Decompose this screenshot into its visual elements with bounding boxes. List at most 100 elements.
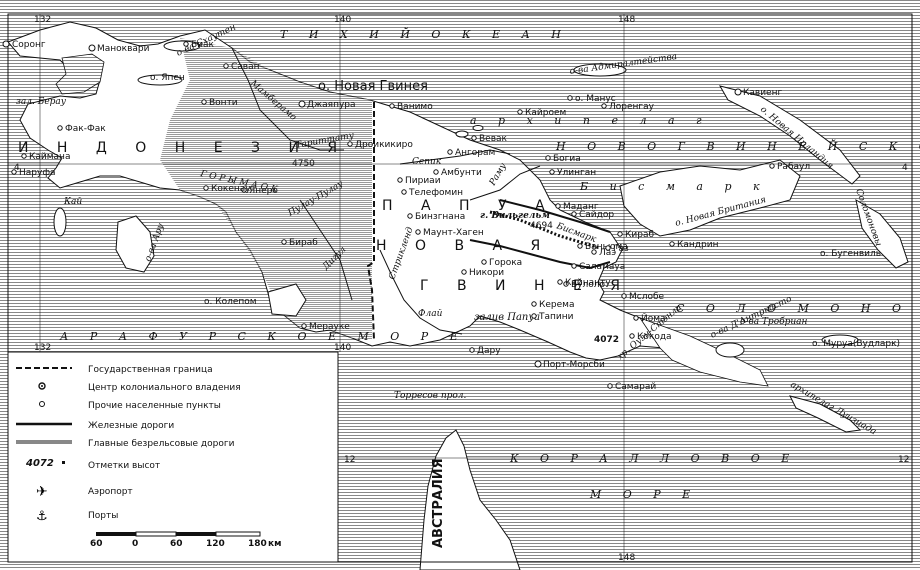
town-label: Улинган — [557, 168, 596, 178]
town-dot — [517, 109, 523, 115]
dentrecasteaux-island — [715, 342, 745, 358]
sea-coral-word: М О Р Е — [589, 488, 699, 501]
bougainville-island — [855, 198, 909, 269]
town-dot — [347, 141, 353, 147]
town-label: Богиа — [553, 154, 581, 164]
town-label: Кокода — [637, 332, 672, 342]
region-papua: П А П У А — [382, 198, 557, 214]
town-label: Газ — [613, 244, 629, 254]
town-label: Маноквари — [97, 44, 150, 54]
coord-132-top: 132 — [34, 15, 51, 25]
town-dot — [223, 63, 229, 69]
town-dot — [407, 213, 413, 219]
town-label: Маданг — [563, 202, 599, 212]
town-dot — [534, 360, 542, 368]
town-label: Сайдор — [579, 210, 614, 220]
town-label: Кандрин — [677, 240, 719, 250]
feat-yapen: о. Япен — [150, 73, 185, 83]
feat-torres: Торресов прол. — [394, 391, 467, 401]
feat-peak-4750: 4750 — [292, 159, 315, 169]
legend-ports-label: Порты — [88, 511, 118, 521]
town-label: Кайроем — [525, 108, 566, 118]
town-dot — [557, 279, 563, 285]
coord-132-bottom: 132 — [34, 343, 51, 353]
scale-t4: 180 — [248, 539, 267, 549]
town-label: Каймана — [29, 152, 70, 162]
town-dot — [605, 245, 611, 251]
town-dot — [567, 95, 573, 101]
southeast-tail — [638, 317, 769, 387]
river-fly — [379, 249, 463, 335]
town-dot — [469, 347, 475, 353]
kolepom-island — [267, 283, 307, 317]
murua-island — [821, 334, 859, 346]
region-island-title: о. Новая Гвинея — [318, 79, 428, 94]
town-label: о. Манус — [575, 94, 616, 104]
bismarck-range — [489, 210, 601, 250]
town-dot — [415, 229, 421, 235]
feat-kolepom: о. Колепом — [204, 297, 257, 307]
town-label: Кавиенг — [743, 88, 782, 98]
town-dot — [669, 241, 675, 247]
feat-peak-4694: 4694 — [530, 221, 553, 231]
schouten-island-2 — [472, 125, 484, 131]
town-dot — [769, 163, 775, 169]
biak-island — [163, 40, 201, 52]
legend-box — [7, 351, 339, 563]
town-dot — [629, 333, 635, 339]
town-dot — [2, 40, 10, 48]
state-border — [366, 102, 375, 341]
river-sepik — [399, 149, 511, 165]
scale-t3: 120 — [206, 539, 225, 549]
kai-islands — [53, 207, 67, 237]
legend: Государственная граница Центр колониальн… — [16, 365, 281, 549]
region-indonesia: И Н Д О Н Е З И Я — [18, 140, 349, 156]
sea-coral: К О Р А Л Л О В О Е — [509, 452, 798, 465]
town-dot — [607, 383, 613, 389]
town-label: Вонти — [209, 98, 238, 108]
town-dot — [401, 189, 407, 195]
town-label: Пириаи — [405, 176, 441, 186]
town-dot — [281, 239, 287, 245]
region-guinea: Г В И Н Е Я — [420, 278, 632, 294]
town-label: Мерауке — [309, 322, 350, 332]
yapen-island — [137, 74, 183, 86]
manus-island — [573, 63, 627, 77]
new-ireland-island — [718, 85, 861, 185]
town-dot — [57, 125, 63, 131]
town-label: Фак-Фак — [65, 124, 106, 134]
bird-head-bay — [55, 53, 105, 95]
town-dot — [433, 169, 439, 175]
town-label: Лаэ — [599, 248, 616, 258]
legend-border-label: Государственная граница — [88, 365, 213, 375]
coord-140-top: 140 — [334, 15, 351, 25]
sea-bismarck: Б и с м а р к — [579, 180, 769, 193]
town-dot — [734, 88, 742, 96]
region-australia: АВСТРАЛИЯ — [431, 458, 446, 548]
town-label: Самарай — [615, 382, 656, 392]
legend-airport-label: Аэропорт — [88, 487, 133, 497]
river-mamberamo — [231, 47, 344, 151]
town-label: Мслобе — [629, 292, 665, 302]
sea-new-guinea: Н О В О Г В И Н Е Й С К О Е М О Р Е — [555, 139, 920, 153]
town-label: Ангорам — [455, 148, 495, 158]
town-label: Керема — [539, 300, 574, 310]
town-label: Кокенау — [211, 184, 251, 194]
town-label: Вевак — [479, 134, 508, 144]
town-label: Булоло — [571, 280, 606, 290]
feat-berau: зал. Берау — [16, 97, 67, 107]
town-dot — [471, 135, 477, 141]
town-label: Телефомин — [408, 188, 463, 198]
town-label: Дару — [477, 346, 501, 356]
legend-colonial-symbol — [38, 382, 46, 390]
town-dot — [621, 293, 627, 299]
town-dot — [183, 41, 189, 47]
town-label: Порт-Морсби — [543, 360, 605, 370]
town-label: Кайнанту — [565, 278, 611, 288]
town-dot — [563, 281, 569, 287]
aru-islands — [115, 215, 155, 273]
town-dot — [88, 44, 96, 52]
town-dot — [481, 259, 487, 265]
town-label: Кираб — [625, 230, 654, 240]
town-label: Дроикикиро — [355, 140, 413, 150]
